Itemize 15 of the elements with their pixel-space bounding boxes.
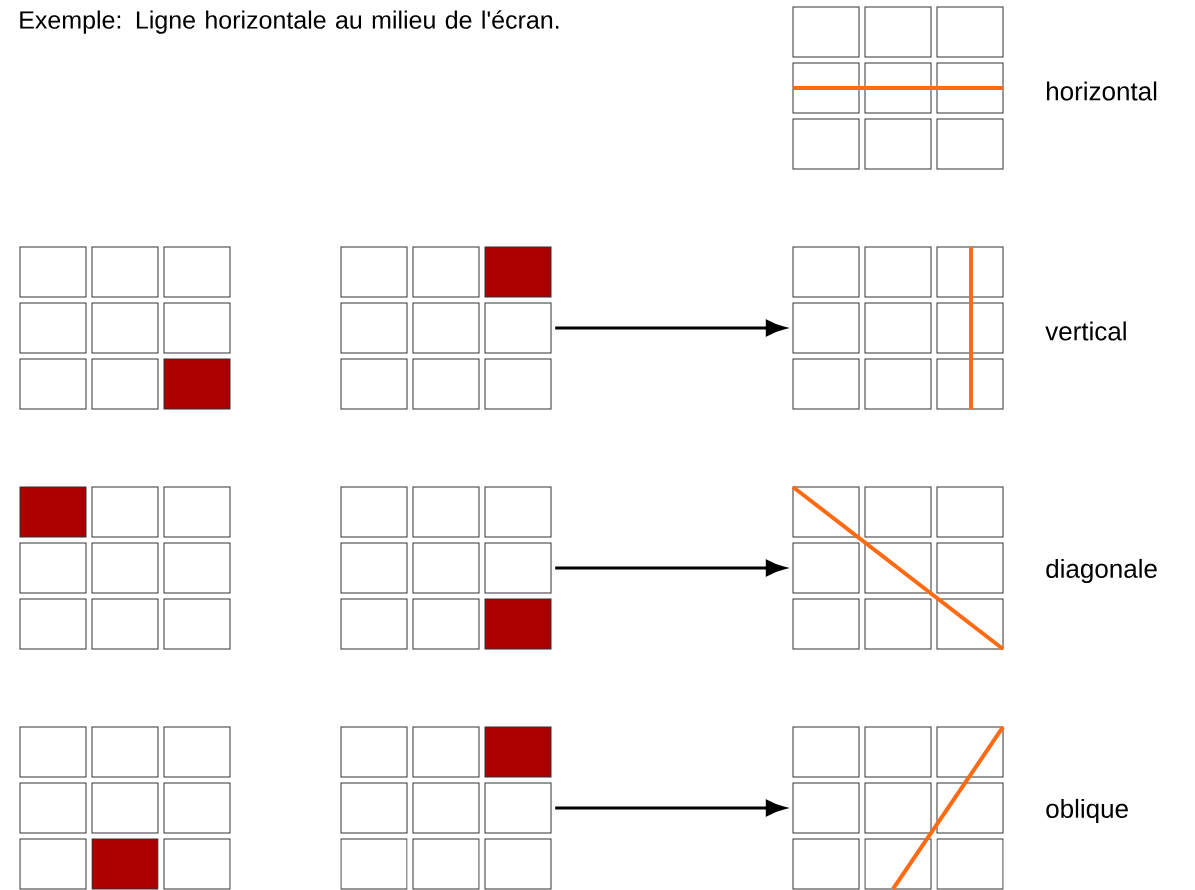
grid-label: vertical bbox=[1045, 321, 1126, 341]
grid-drawing bbox=[792, 725, 1005, 890]
grid-drawing bbox=[19, 726, 231, 890]
grid-drawing bbox=[340, 246, 552, 410]
grid-drawing bbox=[340, 726, 552, 890]
note-text: Exemple: Ligne horizontale au milieu de l'écran. bbox=[20, 10, 559, 34]
grid-label: oblique bbox=[1046, 798, 1128, 824]
grid-label: diagonale bbox=[1046, 558, 1157, 584]
grid-drawing bbox=[340, 486, 552, 650]
grid-drawing bbox=[19, 246, 231, 410]
grid-drawing bbox=[792, 6, 1004, 170]
grid-label: horizontal bbox=[1047, 81, 1157, 101]
grid-drawing bbox=[792, 246, 1004, 410]
grid-drawing bbox=[19, 486, 231, 650]
grid-drawing bbox=[791, 485, 1005, 651]
